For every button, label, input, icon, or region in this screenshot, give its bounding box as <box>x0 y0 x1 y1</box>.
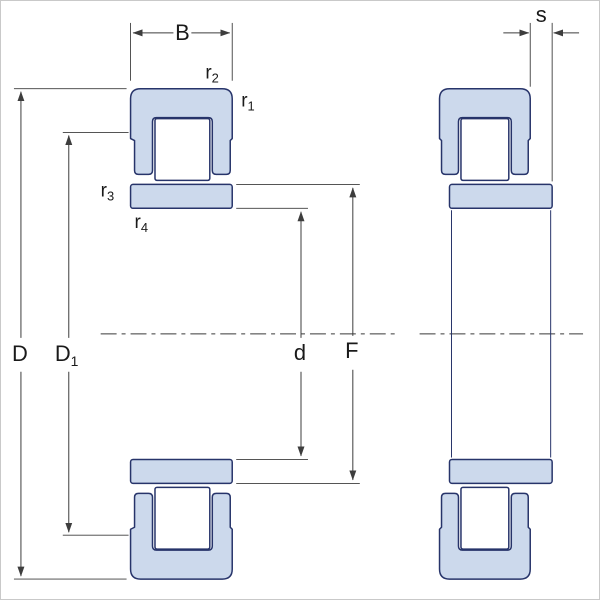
label-r2-sub: 2 <box>212 71 219 86</box>
label-outside-diameter-D: D <box>12 341 28 366</box>
left-roller-bottom <box>154 486 211 550</box>
label-r1-sub: 1 <box>248 99 255 114</box>
label-r4-sub: 4 <box>141 220 148 235</box>
right-inner-ring-top <box>448 183 553 210</box>
label-radius-r2: r2 <box>205 63 219 86</box>
label-raceway-diameter-F: F <box>345 338 358 363</box>
label-r4-main: r <box>135 212 141 233</box>
left-inner-ring-bottom <box>129 458 233 485</box>
label-width-B: B <box>175 20 190 45</box>
label-r3-sub: 3 <box>107 188 114 203</box>
left-roller-top <box>154 117 211 182</box>
label-r2-main: r <box>205 63 211 84</box>
right-roller-top <box>460 117 510 182</box>
right-roller-bottom <box>460 486 510 550</box>
right-outer-ring-top <box>438 87 531 176</box>
label-flange-diameter-D1: D1 <box>55 341 79 369</box>
label-D1-sub: 1 <box>71 353 79 369</box>
label-radius-r3: r3 <box>101 180 115 203</box>
right-outer-ring-bottom <box>438 492 531 580</box>
label-radius-r4: r4 <box>135 212 149 235</box>
left-outer-ring-top <box>129 87 233 176</box>
right-inner-ring-bottom <box>448 458 553 485</box>
label-displacement-s: s <box>536 2 547 27</box>
left-inner-ring-top <box>129 183 233 210</box>
label-bore-diameter-d: d <box>294 340 306 365</box>
label-r1-main: r <box>241 91 247 112</box>
label-r3-main: r <box>101 180 107 201</box>
label-D1-main: D <box>55 341 71 366</box>
left-outer-ring-bottom <box>129 492 233 580</box>
label-radius-r1: r1 <box>241 91 255 114</box>
